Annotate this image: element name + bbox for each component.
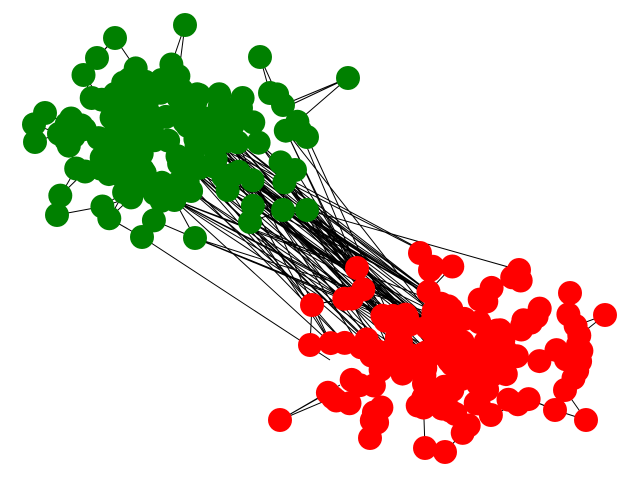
graph-node-green	[167, 170, 192, 195]
graph-node-green	[216, 128, 241, 153]
graph-node-green	[56, 133, 81, 158]
graph-node-green	[90, 194, 115, 219]
graph-node-green	[48, 183, 73, 208]
graph-node-red	[496, 387, 521, 412]
graph-node-green	[168, 148, 193, 173]
graph-node-green	[117, 67, 142, 92]
graph-node-red	[507, 258, 531, 282]
graph-node-red	[358, 426, 382, 450]
graph-edge	[194, 237, 437, 316]
graph-node-green	[71, 63, 96, 87]
graph-node-red	[433, 440, 457, 464]
graph-node-red	[475, 377, 500, 402]
graph-node-red	[593, 303, 617, 327]
graph-node-green	[271, 93, 295, 117]
graph-node-red	[437, 374, 462, 399]
graph-edge	[174, 199, 332, 344]
graph-node-red	[345, 256, 369, 280]
graph-node-green	[141, 208, 166, 233]
graph-node-red	[388, 329, 413, 354]
graph-node-red	[351, 277, 376, 302]
graph-node-green	[283, 158, 307, 182]
graph-node-red	[504, 344, 529, 369]
graph-node-red	[413, 436, 437, 460]
graph-node-green	[211, 164, 236, 189]
graph-edge	[141, 236, 331, 361]
graph-node-green	[156, 128, 181, 153]
graph-node-red	[454, 347, 479, 372]
graph-node-red	[361, 373, 386, 398]
graph-node-red	[544, 338, 569, 363]
graph-node-red	[483, 354, 508, 379]
graph-node-green	[103, 26, 127, 50]
graph-node-green	[295, 125, 319, 149]
graph-node-red	[524, 304, 549, 329]
graph-node-green	[238, 210, 262, 234]
graph-node-red	[416, 279, 441, 304]
graph-node-green	[128, 97, 153, 122]
graph-node-red	[378, 351, 403, 376]
graph-node-green	[295, 198, 319, 222]
graph-node-green	[183, 90, 208, 115]
graph-node-red	[574, 408, 598, 432]
graph-node-red	[420, 313, 445, 337]
graph-node-red	[563, 313, 588, 338]
graph-node-red	[413, 356, 438, 380]
graph-node-red	[418, 258, 442, 282]
graph-node-red	[440, 254, 465, 279]
graph-edge	[280, 162, 378, 352]
graph-node-red	[566, 333, 590, 357]
graph-node-red	[474, 289, 499, 314]
graph-node-red	[332, 286, 357, 311]
graph-node-green	[104, 143, 129, 167]
graph-node-green	[139, 116, 164, 141]
graph-node-green	[23, 130, 47, 154]
graph-node-green	[150, 72, 175, 97]
graph-node-red	[527, 349, 552, 374]
graph-node-red	[354, 327, 379, 352]
graph-node-green	[33, 101, 57, 125]
graph-node-red	[452, 306, 477, 331]
graph-node-red	[558, 281, 582, 305]
graph-node-green	[64, 156, 89, 181]
graph-node-green	[183, 226, 207, 250]
graph-node-red	[543, 398, 567, 422]
graph-node-green	[130, 225, 154, 249]
graph-node-red	[268, 408, 292, 432]
graph-edge	[238, 171, 458, 345]
nodes-layer	[22, 13, 617, 464]
graph-node-green	[59, 106, 84, 131]
graph-node-green	[203, 146, 228, 171]
graph-node-red	[361, 400, 386, 425]
graph-node-green	[336, 66, 360, 90]
graph-node-green	[246, 130, 271, 155]
graph-node-green	[173, 13, 197, 37]
graph-node-green	[85, 46, 109, 70]
graph-edge	[187, 181, 346, 344]
graph-node-red	[320, 385, 345, 410]
graph-node-green	[248, 45, 272, 69]
graph-node-red	[405, 393, 430, 418]
graph-node-red	[440, 327, 465, 352]
graph-edge	[285, 130, 443, 331]
graph-node-red	[437, 398, 462, 423]
graph-edge	[299, 130, 358, 269]
graph-node-red	[373, 308, 398, 333]
graph-edge	[306, 209, 520, 271]
graph-node-red	[478, 403, 503, 427]
graph-node-red	[300, 293, 324, 317]
graph-node-green	[126, 154, 151, 179]
graph-node-red	[491, 327, 516, 352]
graph-node-green	[45, 203, 69, 227]
graph-node-green	[86, 126, 111, 151]
graph-node-green	[207, 94, 232, 119]
graph-edge	[200, 137, 453, 267]
graph-node-red	[298, 333, 322, 357]
graph-node-green	[102, 82, 127, 106]
graph-node-red	[318, 331, 343, 356]
graph-node-green	[271, 198, 295, 222]
graph-node-red	[450, 420, 475, 445]
graph-node-red	[553, 378, 577, 402]
